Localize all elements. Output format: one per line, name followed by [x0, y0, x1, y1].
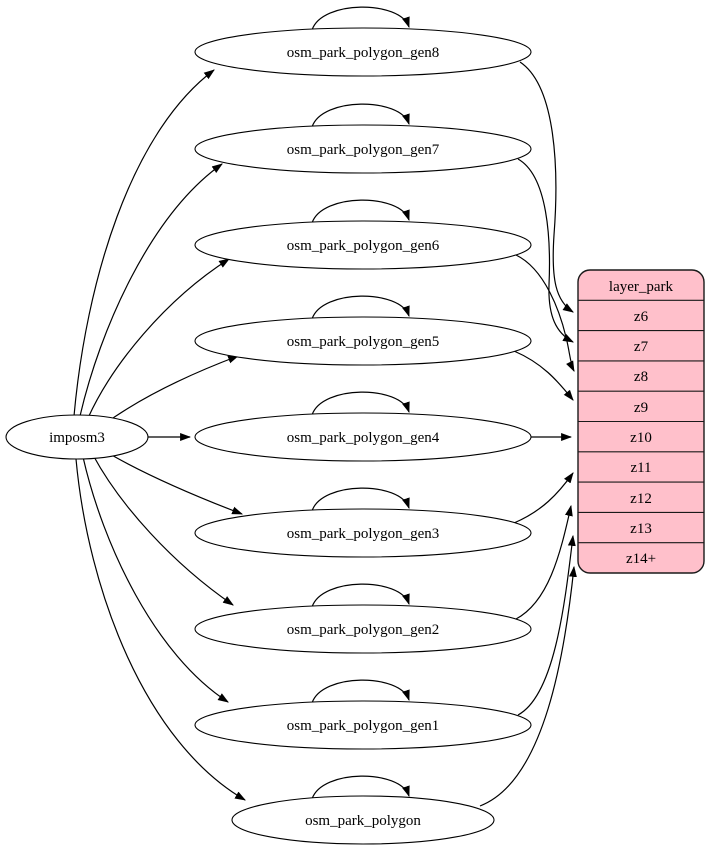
layer-park-header: layer_park: [609, 279, 674, 295]
gen5-label: osm_park_polygon_gen5: [287, 334, 439, 350]
edge-imposm3-gen7: [79, 163, 223, 417]
loop-polygon: [311, 775, 410, 800]
node-osm-park-polygon-gen3: osm_park_polygon_gen3: [194, 508, 532, 558]
layer-park-row-z9: z9: [634, 400, 648, 416]
gen7-ellipse: [194, 124, 532, 174]
edge-gen5-z9: [513, 350, 574, 401]
edge-gen1-z13: [517, 534, 576, 716]
gen6-label: osm_park_polygon_gen6: [287, 238, 440, 254]
gen4-label: osm_park_polygon_gen4: [287, 430, 440, 446]
gen7-label: osm_park_polygon_gen7: [287, 142, 440, 158]
edge-gen8-z6: [519, 61, 574, 313]
edge-imposm3-gen2: [92, 454, 234, 606]
edge-imposm3-gen3: [102, 449, 244, 515]
polygon-ellipse: [231, 795, 495, 845]
layer-park-row-z12: z12: [630, 491, 652, 507]
edge-imposm3-gen1: [82, 456, 229, 703]
gen8-label: osm_park_polygon_gen8: [287, 45, 439, 61]
layer-park-row-z11: z11: [630, 460, 651, 476]
gen1-label: osm_park_polygon_gen1: [287, 718, 439, 734]
edge-gen2-z12: [515, 504, 573, 620]
gen1-ellipse: [194, 700, 532, 750]
layer-park-row-z6: z6: [634, 309, 649, 325]
gen6-ellipse: [194, 220, 532, 270]
node-osm-park-polygon-gen5: osm_park_polygon_gen5: [194, 316, 532, 366]
loop-gen1: [311, 679, 410, 704]
loop-gen4: [311, 391, 410, 416]
edges-tables-to-layer: [479, 61, 577, 807]
node-osm-park-polygon: osm_park_polygon: [231, 795, 495, 845]
layer-park-row-z10: z10: [630, 430, 652, 446]
edge-imposm3-gen6: [87, 258, 230, 419]
edge-polygon-z14: [479, 565, 577, 807]
loop-gen5: [311, 295, 410, 320]
node-osm-park-polygon-gen8: osm_park_polygon_gen8: [194, 27, 532, 77]
edge-gen7-z7: [517, 158, 574, 343]
record-layer-park: layer_park z6 z7 z8 z9 z10 z11 z12 z13 z…: [577, 269, 705, 574]
gen2-ellipse: [194, 604, 532, 654]
loop-gen2: [311, 583, 410, 608]
gen3-ellipse: [194, 508, 532, 558]
loop-gen7: [311, 103, 410, 128]
loop-gen3: [311, 487, 410, 512]
layer-park-row-z13: z13: [630, 521, 652, 537]
gen2-label: osm_park_polygon_gen2: [287, 622, 439, 638]
edge-gen3-z11: [513, 472, 574, 524]
loop-gen6: [311, 199, 410, 224]
node-osm-park-polygon-gen1: osm_park_polygon_gen1: [194, 700, 532, 750]
edge-imposm3-gen5: [102, 355, 240, 426]
imposm3-ellipse: [5, 414, 149, 460]
gen5-ellipse: [194, 316, 532, 366]
node-osm-park-polygon-gen2: osm_park_polygon_gen2: [194, 604, 532, 654]
edge-gen6-z8: [515, 254, 575, 372]
layer-park-row-z7: z7: [634, 339, 649, 355]
layer-park-row-z14: z14+: [626, 551, 656, 567]
layer-park-row-z8: z8: [634, 369, 648, 385]
edges-imposm3-to-tables: [73, 69, 246, 801]
node-osm-park-polygon-gen4: osm_park_polygon_gen4: [194, 412, 532, 462]
edge-imposm3-gen8: [73, 69, 215, 417]
imposm3-label: imposm3: [49, 430, 105, 446]
polygon-label: osm_park_polygon: [305, 813, 421, 829]
self-loop-edges: [311, 6, 410, 800]
gen8-ellipse: [194, 27, 532, 77]
gen3-label: osm_park_polygon_gen3: [287, 526, 439, 542]
node-imposm3: imposm3: [5, 414, 149, 460]
node-osm-park-polygon-gen7: osm_park_polygon_gen7: [194, 124, 532, 174]
edge-imposm3-polygon: [75, 458, 246, 801]
gen4-ellipse: [194, 412, 532, 462]
loop-gen8: [311, 6, 410, 31]
node-osm-park-polygon-gen6: osm_park_polygon_gen6: [194, 220, 532, 270]
